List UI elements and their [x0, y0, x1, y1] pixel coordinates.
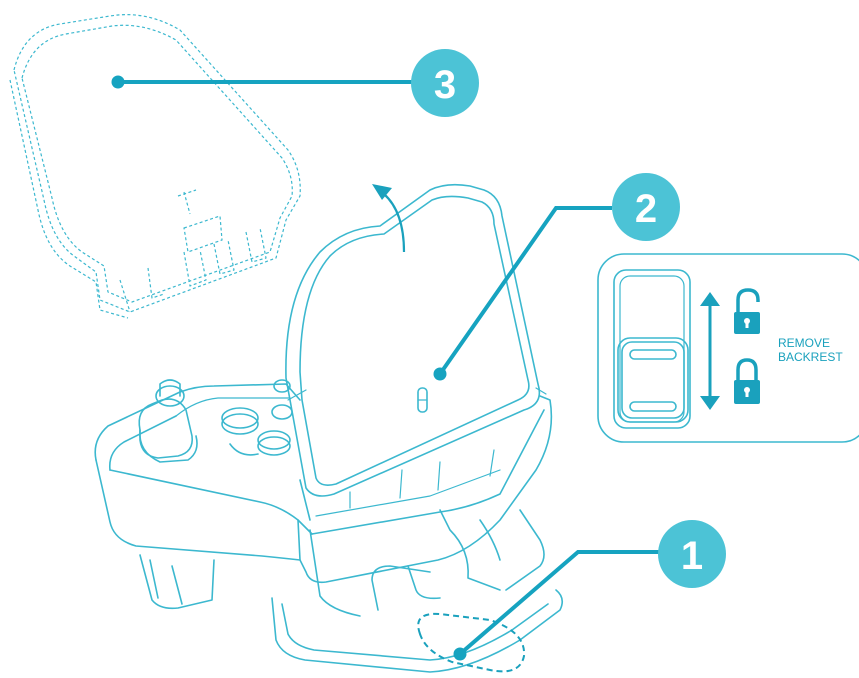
remove-backrest-label-line2: BACKREST: [778, 350, 843, 364]
curved-arrow-up-icon: [372, 184, 406, 253]
lock-detail-panel: REMOVE BACKREST: [597, 253, 859, 443]
remove-backrest-label-line1: REMOVE: [778, 336, 830, 350]
callout-leaders: [111, 75, 660, 661]
callout-badge-3: 3: [411, 49, 479, 117]
callout-badge-1: 1: [658, 520, 726, 588]
chair-base: [139, 509, 564, 673]
button-cluster: [221, 379, 293, 456]
padlock-open-icon: [734, 288, 760, 334]
seat-body: [94, 383, 553, 584]
callout-number-3: 3: [434, 63, 456, 107]
double-arrow-vertical-icon: [700, 292, 720, 410]
callout-number-2: 2: [635, 187, 657, 231]
padlock-closed-icon: [734, 358, 760, 404]
detached-backrest: [9, 14, 301, 319]
backrest: [285, 183, 547, 497]
callout-number-1: 1: [681, 534, 703, 578]
callout-badge-2: 2: [612, 173, 680, 241]
joystick: [138, 379, 198, 463]
foot-latch-highlight: [417, 612, 526, 673]
backrest-lock-switch: [613, 269, 691, 429]
